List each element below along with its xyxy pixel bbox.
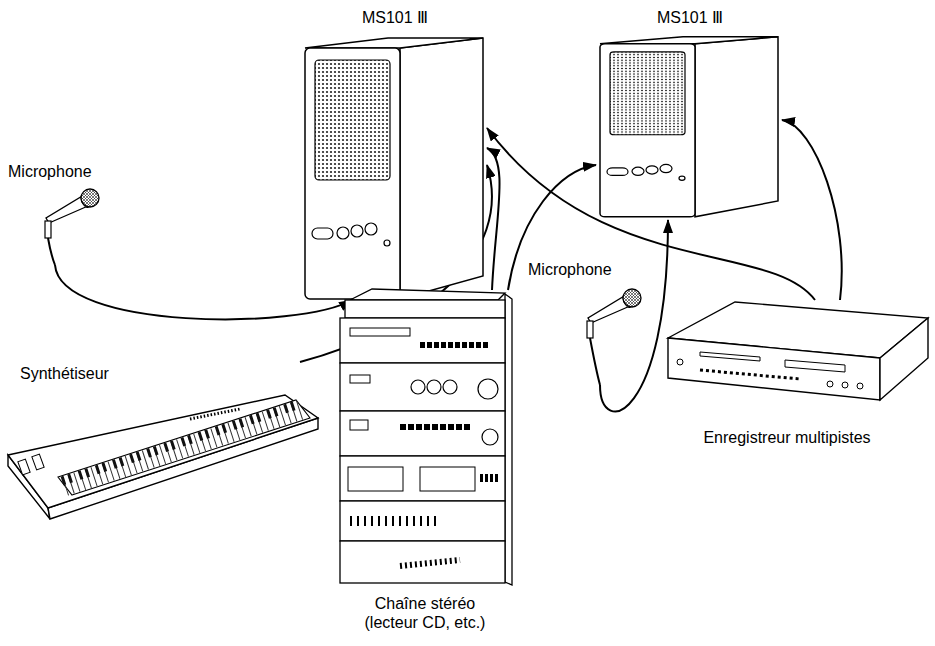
stereo-device: Chaîne stéréo (lecteur CD, etc.) <box>330 290 520 642</box>
recorder-side <box>880 318 928 400</box>
microphone-device: Microphone <box>528 258 650 385</box>
turntable-base <box>345 300 505 318</box>
stereo-system-drawing <box>340 289 512 585</box>
device-label: MS101 Ⅲ <box>657 8 723 27</box>
signal-cable <box>782 120 842 300</box>
synthesizer-device: Synthétiseur <box>5 362 320 522</box>
cassette-door <box>420 467 475 491</box>
amp-knob <box>443 380 457 394</box>
recorder-slot <box>700 352 760 361</box>
signal-cable <box>487 148 500 290</box>
volume-knob <box>478 379 498 399</box>
amp-knob <box>427 380 441 394</box>
microphone-cable <box>590 338 600 385</box>
microphone-left-drawing <box>45 189 99 238</box>
cd-unit <box>340 411 505 456</box>
amplifier-unit <box>340 363 505 411</box>
recorder-buttons <box>700 370 800 379</box>
player-grille <box>400 560 460 566</box>
microphone-left <box>45 189 99 238</box>
microphone-device: Microphone <box>8 160 118 265</box>
synth-key-gaps <box>65 409 303 486</box>
tuner-buttons <box>420 342 490 348</box>
cd-knob <box>482 429 498 445</box>
amp-switch <box>350 375 370 383</box>
player-unit <box>340 541 505 583</box>
mod-wheel <box>32 454 44 470</box>
synth-top <box>8 395 318 508</box>
recorder-knob <box>857 383 863 389</box>
recorder-knob <box>827 381 833 387</box>
tuner-unit <box>340 318 505 363</box>
cd-button <box>350 420 368 430</box>
speaker-left <box>305 38 483 299</box>
device-label: Enregistreur multipistes <box>703 428 870 447</box>
recorder-display <box>785 360 845 372</box>
pitch-wheel <box>18 459 30 475</box>
device-label: MS101 Ⅲ <box>362 8 428 27</box>
device-label: Microphone <box>528 260 612 279</box>
cassette-door <box>348 467 403 491</box>
recorder-knob <box>842 382 848 388</box>
speaker-right <box>600 37 778 217</box>
device-label: Microphone <box>8 162 92 181</box>
synthesizer-drawing <box>8 395 318 519</box>
signal-cable <box>600 220 668 411</box>
microphone-right <box>587 289 641 338</box>
microphone-right-drawing <box>587 289 641 338</box>
cassette-buttons <box>480 474 500 482</box>
equalizer-sliders <box>350 516 440 526</box>
speaker-unit: MS101 Ⅲ <box>596 8 782 220</box>
synth-keybed <box>58 400 310 495</box>
turntable-lid <box>350 289 505 300</box>
synth-black-keys <box>62 404 300 481</box>
recorder-front <box>668 338 880 400</box>
cassette-unit <box>340 456 505 501</box>
equalizer-unit <box>340 501 505 541</box>
device-label: Chaîne stéréo (lecteur CD, etc.) <box>350 594 500 632</box>
synth-display <box>190 409 240 419</box>
speaker-unit: MS101 Ⅲ <box>300 8 487 300</box>
recorder-power <box>677 359 683 365</box>
microphone-cable <box>48 238 55 265</box>
cd-tray <box>400 424 470 430</box>
tuner-dial <box>350 328 410 336</box>
amp-knob <box>411 380 425 394</box>
device-label: Synthétiseur <box>20 364 109 383</box>
recorder-drawing <box>668 302 928 400</box>
recorder-device: Enregistreur multipistes <box>670 300 928 460</box>
stack-side <box>505 294 512 585</box>
